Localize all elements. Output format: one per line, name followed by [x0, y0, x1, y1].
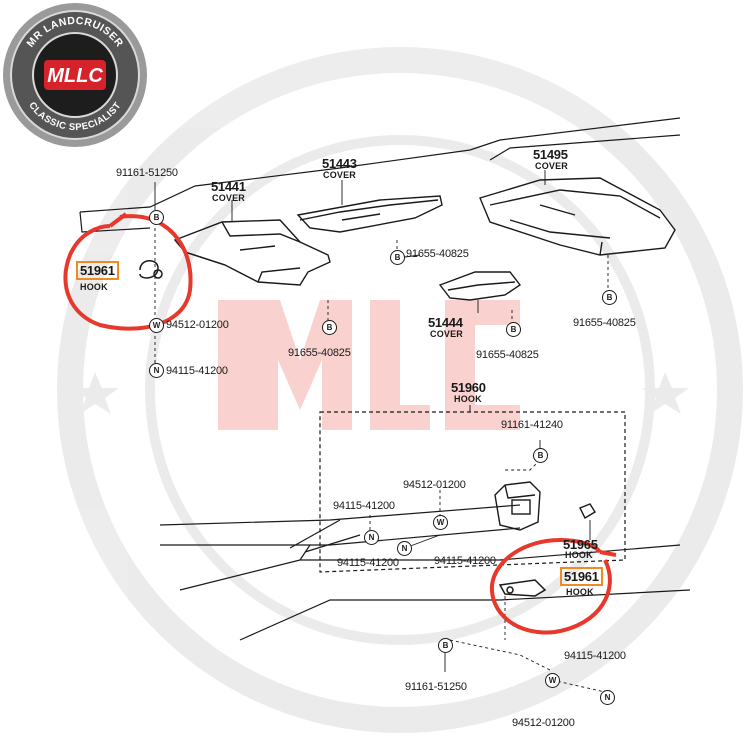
label-51961-right-name: HOOK [566, 587, 594, 597]
label-51961-right-box: 51961 [560, 567, 603, 586]
label-91655-40825-a: 91655-40825 [406, 248, 469, 260]
label-51444: 51444 [428, 315, 463, 330]
brand-logo: MR LANDCRUISER CLASSIC SPECIALIST MLLC [2, 2, 148, 148]
frame-outline [79, 117, 691, 641]
label-91161-51250-bottom: 91161-51250 [405, 681, 467, 693]
logo-mark-text: MLLC [47, 65, 103, 87]
label-51441-name: COVER [212, 193, 246, 203]
label-51443-name: COVER [323, 170, 357, 180]
label-51443: 51443 [322, 156, 357, 171]
label-94512-01200-left: 94512-01200 [166, 319, 229, 331]
cover-51495-shape [479, 177, 676, 256]
fastener-n-left: N [149, 363, 164, 378]
label-51444-name: COVER [430, 329, 464, 339]
logo-badge-icon: MR LANDCRUISER CLASSIC SPECIALIST MLLC [3, 3, 147, 147]
cover-51444-shape [438, 271, 522, 301]
label-51965: 51965 [563, 537, 598, 552]
cover-51441-shape [173, 219, 331, 286]
fastener-w-mid: W [433, 515, 448, 530]
hook-51961-left-shape [139, 260, 163, 279]
leader-lines [154, 170, 609, 693]
fastener-n-mid-b: N [397, 541, 412, 556]
label-94115-41200-mid: 94115-41200 [333, 500, 395, 512]
label-94115-41200-lowleft: 94115-41200 [337, 557, 399, 569]
fastener-w-bottom: W [545, 673, 560, 688]
label-91655-40825-d: 91655-40825 [573, 317, 636, 329]
hook-51960-bracket [494, 481, 596, 531]
label-51961-left: 51961 [76, 261, 119, 280]
label-51961-left-name: HOOK [80, 282, 108, 292]
label-94115-41200-lowmid: 94115-41200 [434, 555, 496, 567]
assembly-box-51960 [319, 411, 626, 573]
label-94115-41200-left: 94115-41200 [166, 365, 228, 377]
watermark-mark [218, 300, 520, 430]
watermark-gear [57, 47, 743, 733]
label-91161-41240: 91161-41240 [501, 419, 563, 431]
label-94512-01200-mid: 94512-01200 [403, 479, 466, 491]
label-51960: 51960 [451, 380, 486, 395]
label-94115-41200-bottom: 94115-41200 [564, 650, 626, 662]
label-51441: 51441 [211, 179, 246, 194]
label-94512-01200-bottom: 94512-01200 [512, 717, 575, 729]
fastener-b-d: B [602, 290, 617, 305]
fastener-b-c: B [506, 322, 521, 337]
fastener-n-mid-a: N [364, 530, 379, 545]
highlight-circles [63, 212, 617, 635]
fastener-b-a: B [390, 250, 405, 265]
fastener-b-mid: B [533, 448, 548, 463]
fastener-b-top: B [149, 210, 164, 225]
label-51495-name: COVER [535, 161, 569, 171]
fastener-b-b: B [322, 320, 337, 335]
label-51961-right: 51961 [560, 567, 603, 586]
label-51965-name: HOOK [565, 550, 593, 560]
label-91161-51250-top: 91161-51250 [116, 167, 178, 179]
fastener-w-left: W [149, 318, 164, 333]
fastener-b-bottom: B [438, 638, 453, 653]
label-51960-name: HOOK [454, 394, 482, 404]
label-51495: 51495 [533, 147, 568, 162]
label-51961-left-box: 51961 [76, 261, 119, 280]
hook-51961-right-shape [498, 579, 547, 597]
fastener-n-bottom: N [600, 690, 615, 705]
label-91655-40825-c: 91655-40825 [476, 349, 539, 361]
label-91655-40825-b: 91655-40825 [288, 347, 351, 359]
cover-51443-shape [296, 195, 443, 233]
